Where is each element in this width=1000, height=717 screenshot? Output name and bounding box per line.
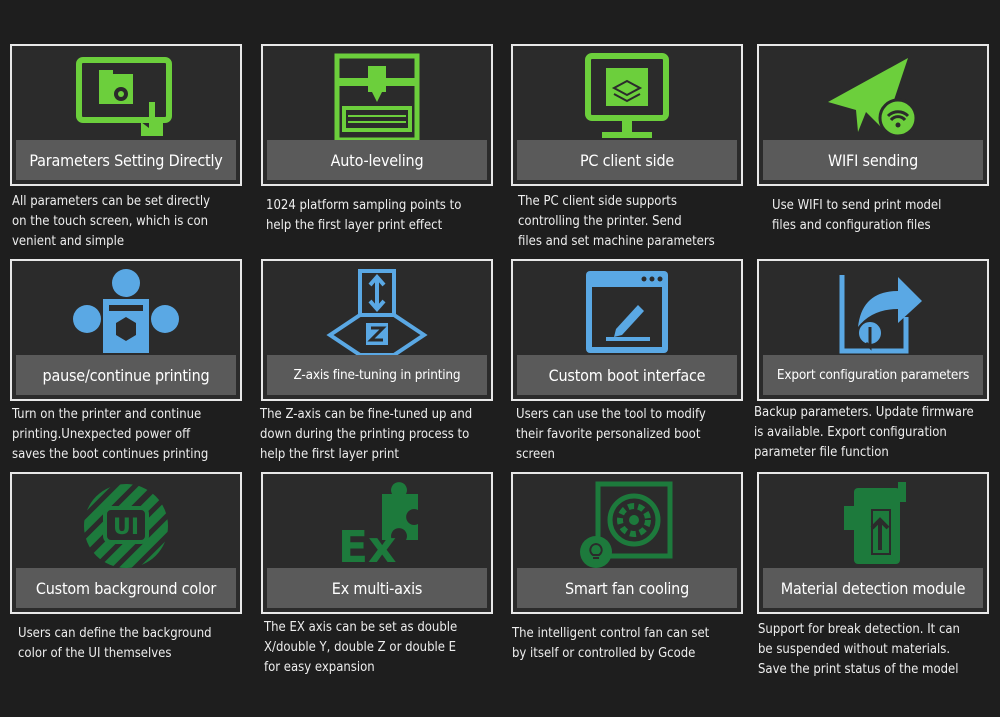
feature-description: Users can define the background color of… — [18, 626, 212, 661]
feature-title: Ex multi-axis — [267, 568, 487, 608]
feature-card: pause/continue printing — [10, 259, 242, 401]
ui-stripes-icon: UI — [12, 478, 240, 574]
feature-description: Backup parameters. Update firmware is av… — [754, 405, 974, 460]
feature-description: The intelligent control fan can set by i… — [512, 626, 710, 661]
printer-pause-icon — [12, 265, 240, 361]
monitor-icon — [513, 50, 741, 146]
export-icon — [759, 265, 987, 361]
feature-title: Auto-leveling — [267, 140, 487, 180]
window-edit-icon — [513, 265, 741, 361]
printer-bed-icon — [263, 50, 491, 146]
feature-description: The Z-axis can be fine-tuned up and down… — [260, 407, 473, 462]
svg-text:UI: UI — [113, 515, 139, 540]
feature-title: Custom boot interface — [517, 355, 737, 395]
feature-description: 1024 platform sampling points to help th… — [266, 198, 462, 233]
feature-card: Material detection module — [757, 472, 989, 614]
feature-description: The EX axis can be set as double X/doubl… — [264, 620, 458, 675]
feature-description: Use WIFI to send print model files and c… — [772, 198, 942, 233]
svg-text:Ex: Ex — [338, 522, 396, 572]
feature-title: Custom background color — [16, 568, 236, 608]
feature-description: Turn on the printer and continue printin… — [12, 407, 209, 462]
feature-title: Z-axis fine-tuning in printing — [267, 355, 487, 395]
feature-title: Smart fan cooling — [517, 568, 737, 608]
feature-card: Smart fan cooling — [511, 472, 743, 614]
paper-plane-wifi-icon — [759, 50, 987, 146]
fan-icon — [513, 478, 741, 574]
feature-card: Export configuration parameters — [757, 259, 989, 401]
feature-card: UI Custom background color — [10, 472, 242, 614]
feature-description: Support for break detection. It can be s… — [758, 622, 960, 677]
feature-card: Auto-leveling — [261, 44, 493, 186]
z-axis-icon — [263, 265, 491, 361]
feature-card: Z-axis fine-tuning in printing — [261, 259, 493, 401]
feature-title: Export configuration parameters — [763, 355, 983, 395]
feature-description: Users can use the tool to modify their f… — [516, 407, 706, 462]
feature-title: Material detection module — [763, 568, 983, 608]
sensor-module-icon — [759, 478, 987, 574]
feature-description: The PC client side supports controlling … — [518, 194, 715, 249]
feature-title: PC client side — [517, 140, 737, 180]
feature-card: PC client side — [511, 44, 743, 186]
feature-card: Custom boot interface — [511, 259, 743, 401]
feature-card: Parameters Setting Directly — [10, 44, 242, 186]
folder-gear-touch-icon — [12, 50, 240, 146]
feature-title: Parameters Setting Directly — [16, 140, 236, 180]
feature-description: All parameters can be set directly on th… — [12, 194, 210, 249]
feature-title: pause/continue printing — [16, 355, 236, 395]
feature-title: WIFI sending — [763, 140, 983, 180]
ex-puzzle-icon: Ex — [263, 478, 491, 574]
feature-card: WIFI sending — [757, 44, 989, 186]
